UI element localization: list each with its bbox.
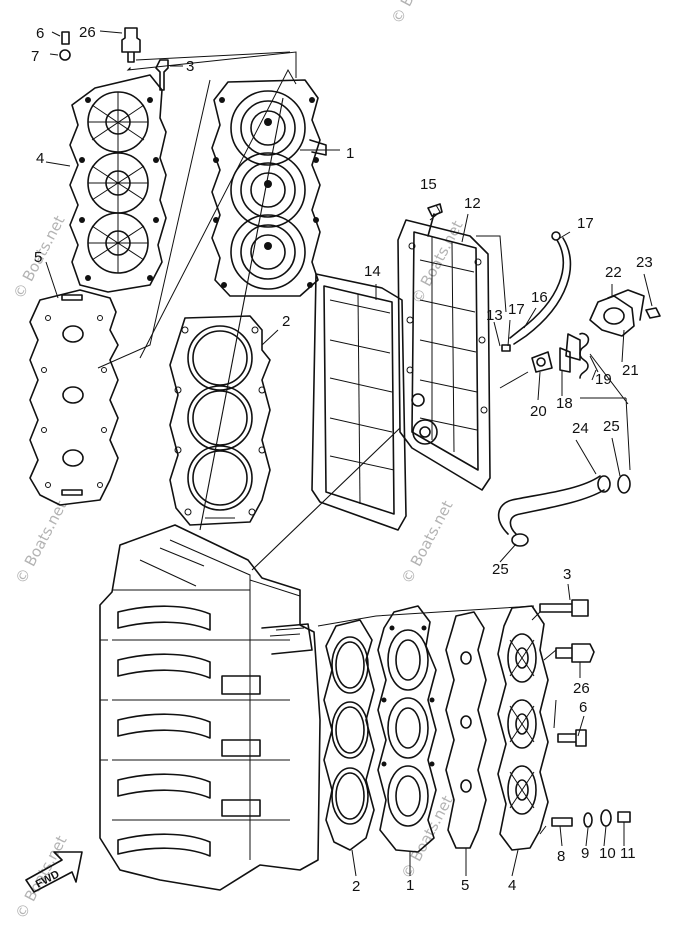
callout-23: 23 — [636, 254, 653, 271]
callout-2: 2 — [282, 313, 290, 330]
head-gasket-lower — [323, 619, 375, 851]
exhaust-cover — [251, 204, 507, 571]
callout-14: 14 — [364, 263, 381, 280]
callout-18: 18 — [556, 395, 573, 412]
callout-5-lower: 5 — [461, 877, 469, 894]
hose-16 — [501, 231, 572, 352]
callout-16: 16 — [531, 289, 548, 306]
cylinder-head-cover-top — [69, 74, 167, 293]
callout-4: 4 — [36, 150, 44, 167]
callout-6-lower: 6 — [579, 699, 587, 716]
cylinder-head-top — [211, 79, 327, 297]
callout-8: 8 — [557, 848, 565, 865]
hose-24 — [497, 474, 631, 547]
callout-3: 3 — [186, 58, 194, 75]
callout-3-lower: 3 — [563, 566, 571, 583]
bolts-lower-right — [317, 599, 631, 835]
thermostat-assembly — [499, 289, 661, 471]
callout-17-mid: 17 — [508, 301, 525, 318]
callout-2-lower: 2 — [352, 878, 360, 895]
cylinder-head-lower — [377, 605, 437, 853]
callout-1: 1 — [346, 145, 354, 162]
callout-15: 15 — [420, 176, 437, 193]
exhaust-gasket — [311, 273, 407, 531]
callout-7: 7 — [31, 48, 39, 65]
callout-leaders — [45, 149, 653, 877]
callout-25-right: 25 — [603, 418, 620, 435]
callout-25-lower: 25 — [492, 561, 509, 578]
callout-21: 21 — [622, 362, 639, 379]
callout-20: 20 — [530, 403, 547, 420]
watermark-4: © Boats.net — [408, 218, 467, 307]
head-cover-gasket-lower — [445, 611, 487, 849]
bolt-15 — [427, 203, 443, 237]
callout-12: 12 — [464, 195, 481, 212]
callout-24: 24 — [572, 420, 589, 437]
callout-26-lower: 26 — [573, 680, 590, 697]
callout-6: 6 — [36, 25, 44, 42]
callout-11: 11 — [620, 845, 636, 862]
head-cover-lower — [497, 605, 549, 851]
callout-9: 9 — [581, 845, 589, 862]
reference-lines-top — [97, 51, 297, 531]
callout-4-lower: 4 — [508, 877, 516, 894]
callout-5: 5 — [34, 249, 42, 266]
callout-26: 26 — [79, 24, 96, 41]
watermark-2: © Boats.net — [12, 498, 71, 587]
head-gasket-top — [169, 315, 271, 526]
callout-10: 10 — [599, 845, 616, 862]
callout-13: 13 — [486, 307, 503, 324]
callout-17-top: 17 — [577, 215, 594, 232]
bolts-top-left — [49, 27, 183, 91]
callout-1-lower: 1 — [406, 877, 414, 894]
crankcase-block — [99, 524, 321, 891]
callout-19: 19 — [595, 371, 612, 388]
callout-22: 22 — [605, 264, 622, 281]
callouts: 6 26 7 3 4 1 5 2 15 12 17 14 22 23 13 17… — [31, 24, 653, 895]
head-cover-gasket — [29, 289, 119, 506]
watermark-7: © Boats.net — [388, 0, 447, 27]
